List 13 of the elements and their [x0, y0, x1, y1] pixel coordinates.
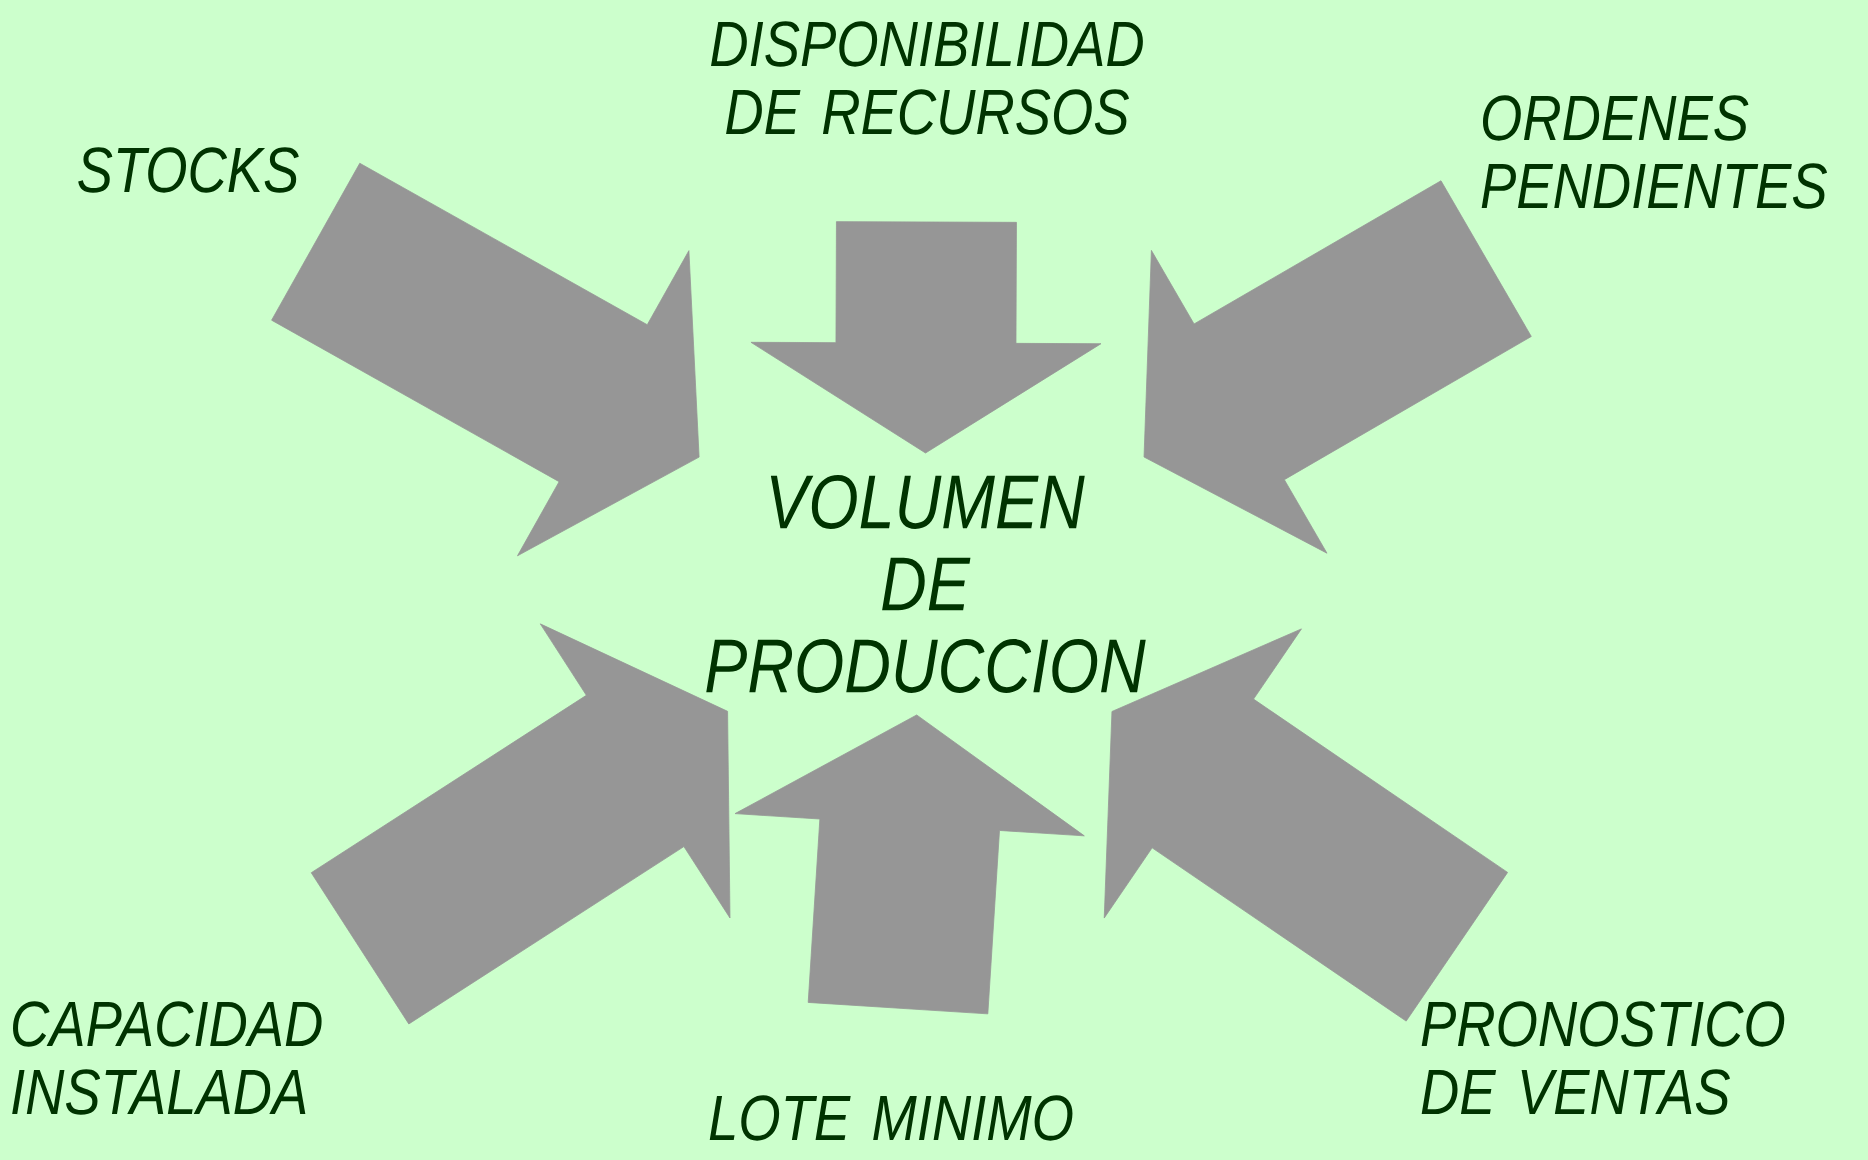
label-text: LOTE MINIMO	[709, 1095, 1073, 1141]
label-text: STOCKS	[78, 147, 299, 193]
block-arrow	[1143, 180, 1532, 554]
block-arrow	[310, 623, 731, 1025]
block-arrow	[750, 221, 1102, 454]
block-arrow	[734, 714, 1085, 1015]
block-arrow	[271, 162, 700, 557]
label-text: CAPACIDAD INSTALADA	[12, 1001, 322, 1115]
label-text: DISPONIBILIDAD DE RECURSOS	[711, 21, 1143, 135]
label-text: PRONOSTICO DE VENTAS	[1421, 1001, 1785, 1115]
block-arrow	[1103, 628, 1508, 1022]
label-text: ORDENES PENDIENTES	[1481, 95, 1828, 209]
label-text: VOLUMEN DE PRODUCCION	[706, 475, 1146, 693]
